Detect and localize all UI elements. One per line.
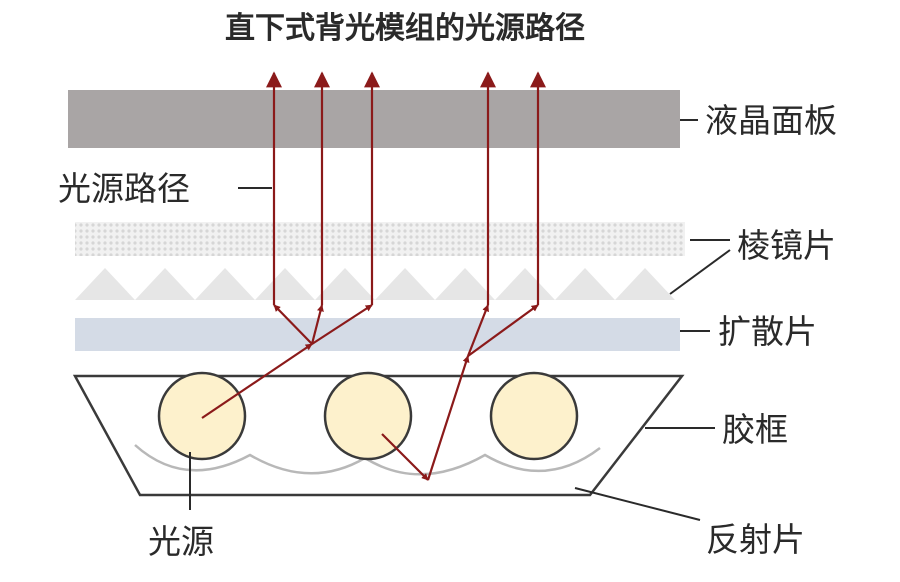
- prism-sheet-dotted-layer: [75, 222, 685, 256]
- label-diffuser: 扩散片: [718, 312, 817, 351]
- label-reflector: 反射片: [706, 520, 805, 559]
- prism-sheet-triangles: [75, 268, 675, 300]
- label-light-source: 光源: [148, 522, 214, 561]
- label-frame: 胶框: [722, 410, 788, 449]
- light-source-2: [323, 371, 413, 461]
- lcd-panel: [68, 90, 680, 148]
- label-lcd-panel: 液晶面板: [705, 101, 837, 140]
- label-light-path: 光源路径: [58, 169, 190, 208]
- diffuser-sheet: [75, 318, 680, 351]
- light-source-1: [157, 371, 247, 461]
- light-path-arrows: [201, 71, 546, 481]
- leader-lines: [189, 119, 731, 521]
- label-prism: 棱镜片: [737, 226, 836, 265]
- diagram-title: 直下式背光模组的光源路径: [225, 11, 585, 46]
- light-source-3: [489, 371, 579, 461]
